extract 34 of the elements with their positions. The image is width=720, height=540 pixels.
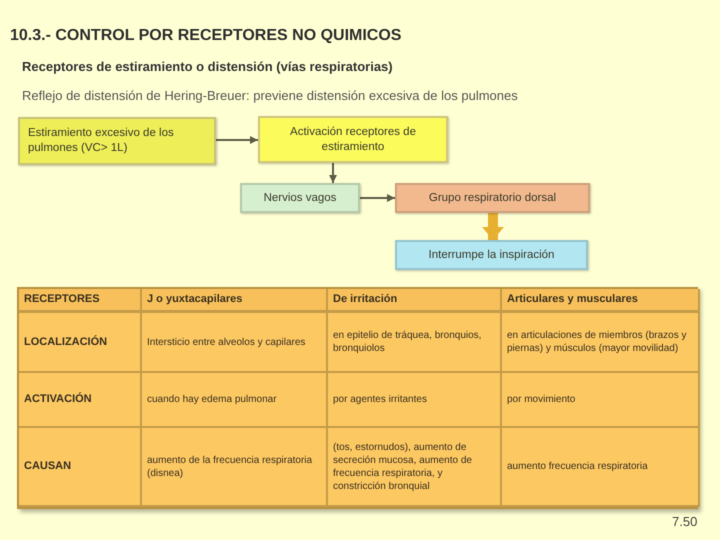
subtitle: Receptores de estiramiento o distensión (vías respiratorias) — [22, 59, 393, 75]
process-box — [240, 183, 360, 213]
process-box — [395, 183, 590, 213]
slide-title: 10.3.- CONTROL POR RECEPTORES NO QUIMICOS — [10, 26, 402, 46]
table-cell: aumento de la frecuencia respiratoria (disnea) — [142, 428, 328, 507]
arrow — [216, 136, 258, 144]
table-cell: Intersticio entre alveolos y capilares — [142, 313, 328, 373]
table-cell: cuando hay edema pulmonar — [142, 373, 328, 428]
column-header: Articulares y musculares — [502, 289, 700, 313]
arrow — [329, 163, 337, 183]
process-box — [18, 117, 216, 165]
column-header: J o yuxtacapilares — [142, 289, 328, 313]
column-header: De irritación — [328, 289, 502, 313]
table-cell: aumento frecuencia respiratoria — [502, 428, 700, 507]
arrow — [360, 194, 395, 202]
node-text: Estiramiento excesivo de los pulmones (VC> 1L) — [28, 126, 175, 156]
process-box — [258, 116, 448, 163]
table-cell: por movimiento — [502, 373, 700, 428]
table-cell: en epitelio de tráquea, bronquios, bronquiolos — [328, 313, 502, 373]
row-header: LOCALIZACIÓN — [19, 313, 142, 373]
node-text: Grupo respiratorio dorsal — [428, 190, 558, 206]
table-cell: en articulaciones de miembros (brazos y piernas) y músculos (mayor movilidad) — [502, 313, 700, 373]
row-header: ACTIVACIÓN — [19, 373, 142, 428]
node-text: Interrumpe la inspiración — [428, 248, 556, 262]
node-text: Nervios vagos — [262, 190, 338, 206]
process-box — [395, 240, 588, 270]
block-arrow — [482, 213, 504, 240]
page-number: 7.50 — [672, 514, 698, 530]
table-cell: (tos, estornudos), aumento de secreción mucosa, aumento de frecuencia respiratoria, y constricción bronquial — [328, 428, 502, 507]
column-header: RECEPTORES — [19, 289, 142, 313]
table-cell: por agentes irritantes — [328, 373, 502, 428]
description-text: Reflejo de distensión de Hering-Breuer: previene distensión excesiva de los pulmones — [22, 88, 518, 104]
node-text: Activación receptores de estiramiento — [290, 124, 416, 154]
row-header: CAUSAN — [19, 428, 142, 507]
